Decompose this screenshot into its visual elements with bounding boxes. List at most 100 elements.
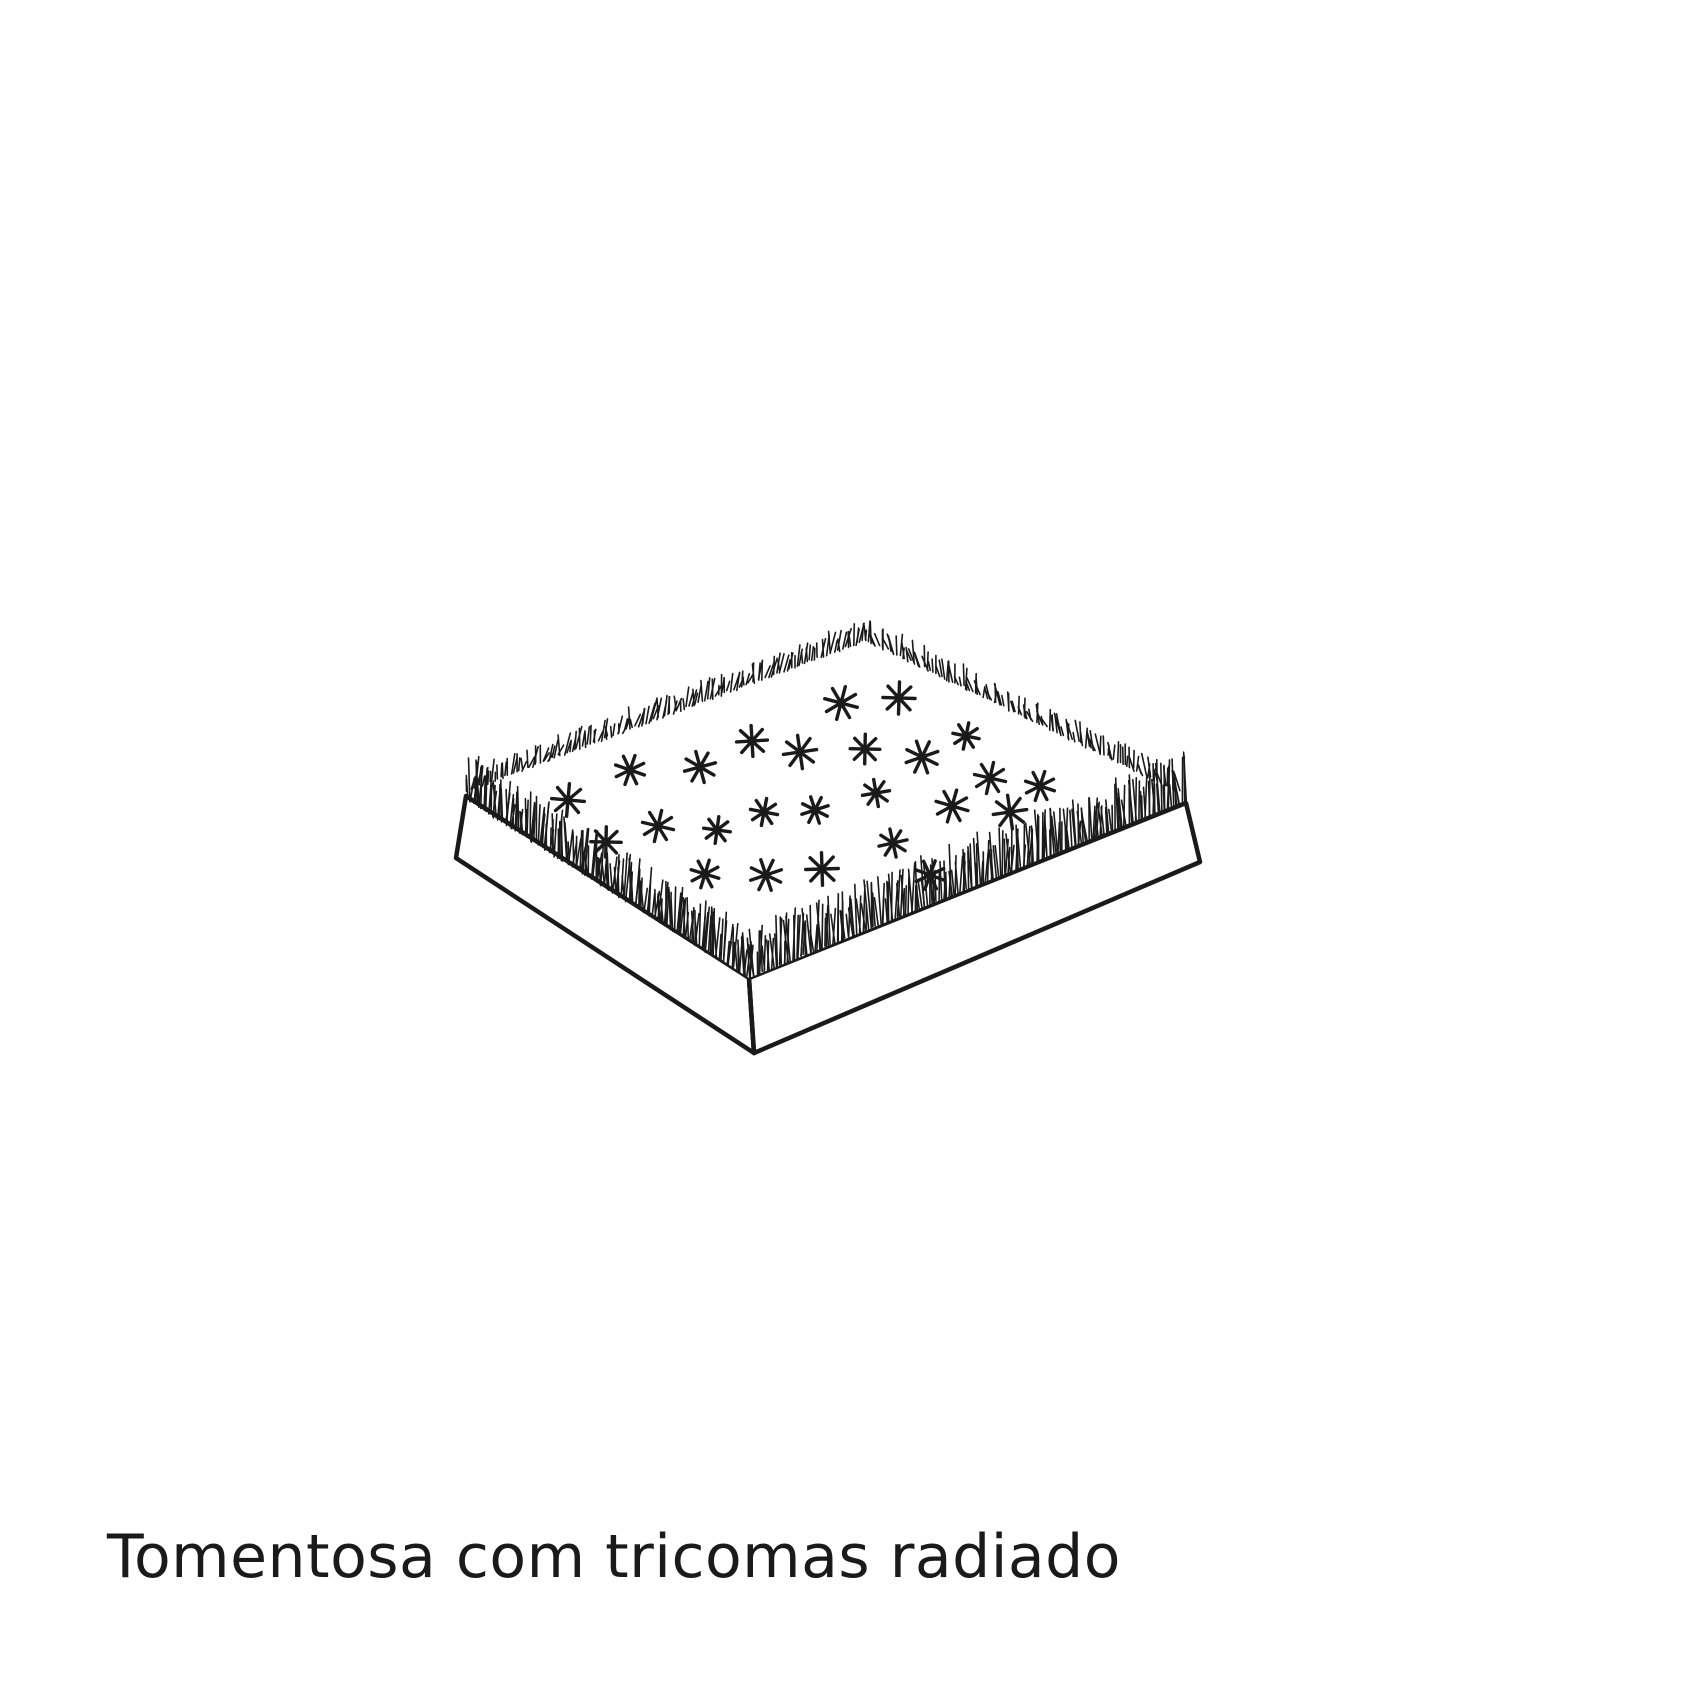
hair-stroke: [884, 898, 889, 923]
hair-stroke: [815, 902, 822, 949]
hair-stroke: [630, 873, 634, 905]
hair-stroke: [907, 874, 910, 914]
hair-stroke: [777, 659, 781, 673]
hair-stroke: [737, 939, 741, 974]
hair-stroke: [483, 786, 486, 811]
hair-stroke: [1065, 826, 1070, 850]
hair-stroke: [682, 698, 686, 711]
hair-stroke: [597, 730, 604, 742]
hair-stroke: [627, 706, 631, 730]
hair-stroke: [557, 734, 561, 757]
hair-stroke: [682, 896, 686, 938]
hair-stroke: [841, 631, 848, 650]
hair-stroke: [604, 725, 609, 737]
hair-stroke: [564, 821, 569, 865]
hair-stroke: [761, 945, 766, 971]
hair-stroke: [976, 831, 982, 886]
radiate-trichome: [848, 732, 882, 766]
radiate-trichome: [991, 793, 1029, 831]
hair-stroke: [881, 637, 890, 650]
radiate-trichome: [781, 733, 819, 771]
hair-stroke: [1076, 810, 1083, 845]
hair-stroke: [1025, 710, 1034, 723]
hair-stroke: [896, 869, 901, 918]
hair-stroke: [690, 910, 695, 945]
hair-stroke: [569, 739, 573, 753]
hair-stroke: [1107, 747, 1112, 760]
hair-stroke: [1100, 806, 1105, 835]
hair-stroke: [706, 677, 711, 700]
hair-stroke: [548, 743, 554, 762]
hair-stroke: [718, 933, 722, 960]
hair-stroke: [796, 644, 801, 668]
hair-stroke: [870, 883, 874, 928]
hair-stroke: [623, 852, 628, 900]
hair-stroke: [567, 841, 571, 866]
hair-stroke: [746, 937, 751, 980]
hair-stroke: [532, 803, 536, 842]
hair-stroke: [1126, 755, 1129, 768]
hair-stroke: [821, 638, 825, 658]
hair-stroke: [1062, 808, 1069, 850]
hair-stroke: [870, 635, 876, 647]
hair-stroke: [768, 933, 776, 970]
hair-stroke: [825, 912, 830, 947]
hair-stroke: [1074, 719, 1080, 743]
hair-stroke: [584, 731, 587, 749]
hair-stroke: [526, 749, 529, 769]
hair-stroke: [673, 886, 677, 934]
hair-stroke: [796, 914, 800, 960]
hair-stroke: [1147, 780, 1151, 816]
hair-stroke: [697, 684, 702, 704]
hair-stroke: [887, 881, 890, 924]
hair-stroke: [741, 934, 747, 978]
hair-stroke: [779, 916, 783, 966]
hair-stroke: [950, 869, 955, 895]
hair-stroke: [520, 757, 524, 770]
hair-stroke: [887, 873, 894, 922]
hair-stroke: [785, 915, 792, 963]
hair-stroke: [895, 635, 898, 656]
hair-stroke: [959, 855, 964, 894]
hair-stroke: [650, 698, 658, 722]
hair-stroke: [1132, 749, 1135, 769]
hair-stroke: [1017, 705, 1023, 716]
hair-stroke: [595, 831, 598, 881]
radiate-trichome: [951, 721, 981, 751]
hair-stroke: [541, 806, 546, 848]
hair-stroke: [873, 632, 881, 647]
radiate-trichome: [934, 788, 970, 824]
hair-stroke: [1128, 756, 1135, 773]
hair-stroke: [954, 861, 959, 896]
hair-stroke: [729, 672, 734, 693]
hair-stroke: [824, 917, 827, 947]
hair-stroke: [911, 639, 915, 664]
hair-stroke: [829, 631, 837, 654]
hair-stroke: [810, 645, 815, 662]
hair-stroke: [496, 764, 499, 780]
hair-stroke: [821, 903, 824, 951]
hair-stroke: [827, 895, 831, 946]
hair-stroke: [796, 914, 801, 960]
hair-stroke: [1166, 767, 1169, 787]
hair-stroke: [606, 851, 610, 892]
hair-stroke: [673, 695, 677, 711]
hair-stroke: [1072, 731, 1076, 743]
hair-stroke: [805, 914, 812, 954]
hair-stroke: [583, 827, 590, 877]
hair-stroke: [612, 723, 616, 737]
hair-stroke: [1049, 807, 1055, 857]
hair-stroke: [634, 713, 642, 727]
hair-stroke: [528, 756, 536, 769]
hair-stroke: [484, 767, 488, 813]
hair-stroke: [1066, 721, 1073, 741]
hair-stroke: [773, 933, 778, 969]
hair-stroke: [617, 866, 620, 899]
radiate-trichome: [904, 739, 940, 775]
hair-stroke: [1060, 726, 1065, 737]
hair-stroke: [866, 880, 873, 929]
hair-stroke: [504, 761, 508, 777]
radiate-trichome: [689, 858, 721, 890]
hair-stroke: [529, 801, 536, 842]
